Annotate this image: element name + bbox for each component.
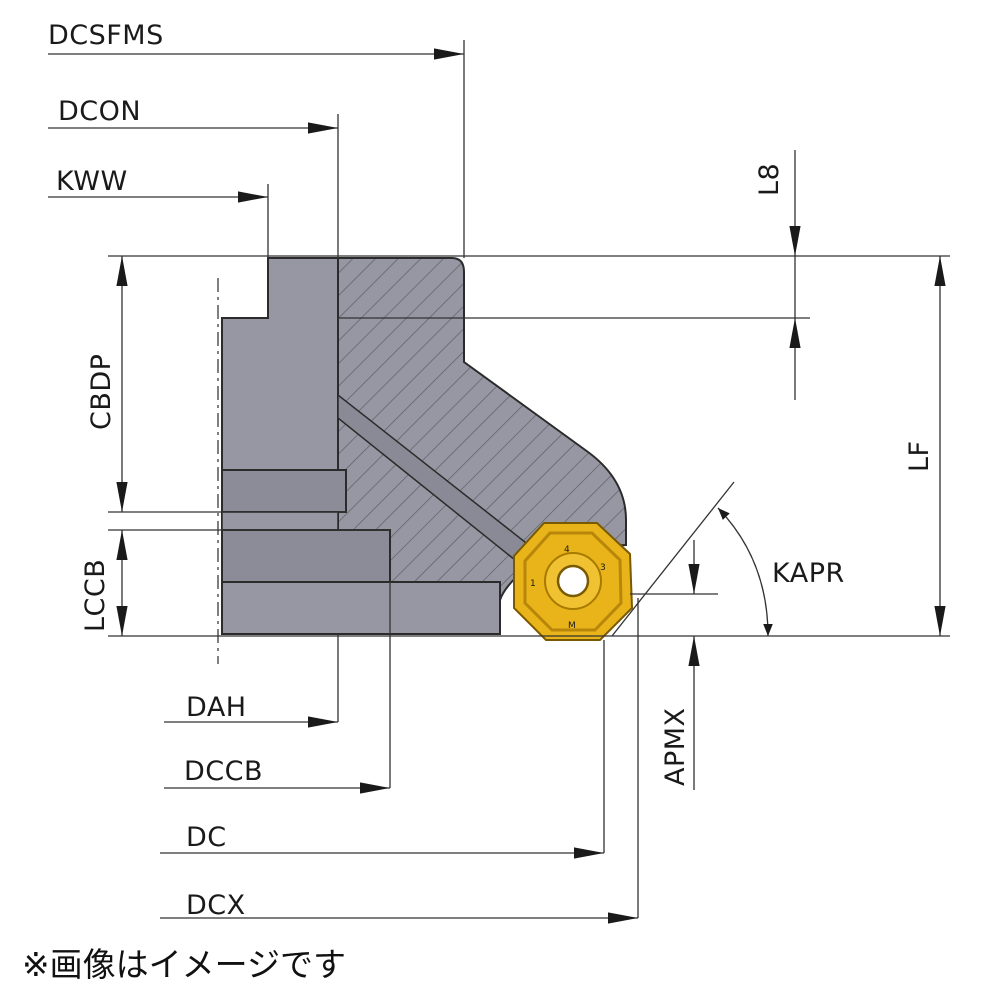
bore-step-middle <box>221 511 339 531</box>
label-dah: DAH <box>186 692 247 723</box>
label-lf: LF <box>904 440 935 472</box>
insert-corner-mark: 3 <box>600 563 606 573</box>
label-dcon: DCON <box>58 96 141 127</box>
bore-step-lower <box>221 581 501 635</box>
dimension-lines <box>48 40 950 924</box>
label-l8: L8 <box>754 163 785 196</box>
kapr-angle-line <box>611 481 735 637</box>
label-dcx: DCX <box>186 890 246 921</box>
label-lccb: LCCB <box>80 559 111 632</box>
label-apmx: APMX <box>660 707 691 786</box>
label-dc: DC <box>186 822 227 853</box>
label-kapr: KAPR <box>772 558 845 589</box>
dimension-labels: DCSFMS DCON KWW CBDP LCCB DAH DCCB DC DC… <box>48 20 935 921</box>
insert-corner-mark: 4 <box>564 545 570 555</box>
label-cbdp: CBDP <box>86 354 117 430</box>
insert-corner-mark: M <box>568 621 576 631</box>
kapr-arc <box>717 507 773 637</box>
insert-edge-ring <box>523 531 623 632</box>
label-kww: KWW <box>56 166 128 197</box>
image-disclaimer-note: ※画像はイメージです <box>22 945 346 984</box>
bore-step-upper <box>221 469 347 513</box>
label-dcsfms: DCSFMS <box>48 20 164 51</box>
label-dccb: DCCB <box>184 756 263 787</box>
counterbore <box>221 529 391 583</box>
insert-corner-mark: 1 <box>530 579 536 589</box>
insert-screw-hole <box>556 564 590 598</box>
insert: 4 3 1 M <box>513 522 634 641</box>
